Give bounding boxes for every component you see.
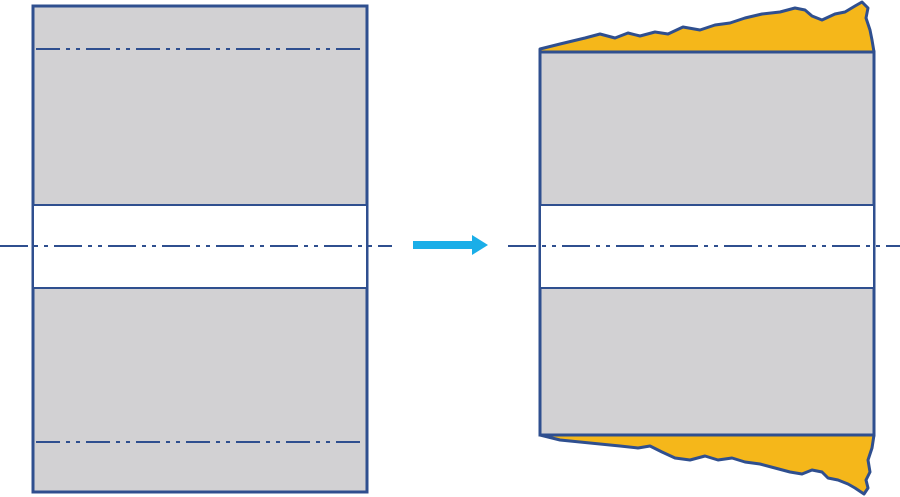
bottom-deposit bbox=[538, 433, 876, 496]
top-deposit bbox=[538, 0, 876, 54]
arrow-right-icon bbox=[413, 235, 488, 255]
part-after bbox=[508, 0, 900, 496]
part-before bbox=[0, 4, 392, 494]
